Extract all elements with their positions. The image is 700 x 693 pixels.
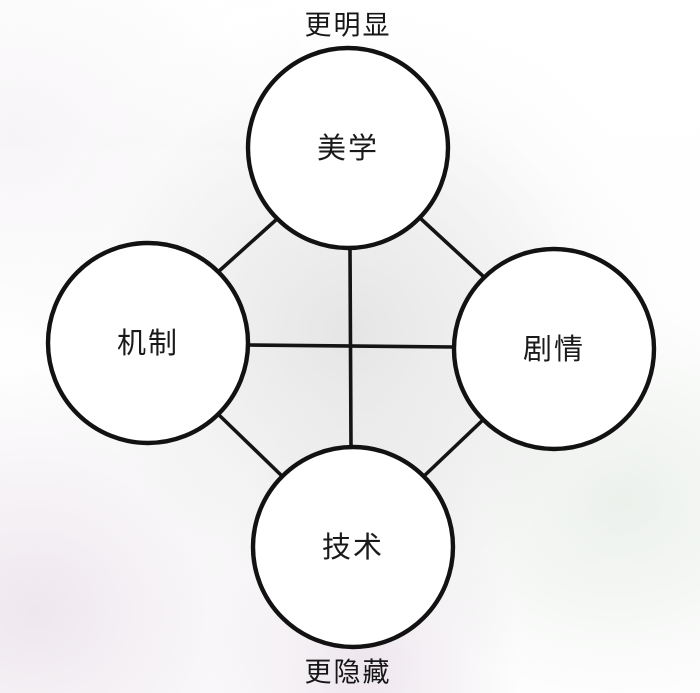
node-technology-label: 技术	[322, 530, 384, 564]
axis-label-top: 更明显	[305, 11, 392, 42]
node-aesthetics-circle[interactable]	[245, 45, 451, 251]
node-story[interactable]: 剧情	[451, 246, 657, 452]
edge-aesthetics-story	[418, 216, 486, 279]
axis-label-bottom: 更隐藏	[305, 658, 392, 689]
edge-mechanics-story	[246, 343, 456, 349]
node-story-circle[interactable]	[451, 246, 657, 452]
edge-mechanics-technology	[217, 413, 285, 479]
edge-aesthetics-mechanics	[216, 217, 279, 274]
node-mechanics-circle[interactable]	[45, 240, 251, 446]
edge-group	[216, 216, 487, 479]
node-aesthetics-label: 美学	[317, 131, 379, 165]
node-technology-circle[interactable]	[250, 444, 456, 650]
node-mechanics[interactable]: 机制	[45, 240, 251, 446]
node-mechanics-label: 机制	[117, 326, 179, 360]
edge-technology-story	[421, 416, 487, 479]
node-technology[interactable]: 技术	[250, 444, 456, 650]
node-story-label: 剧情	[523, 332, 585, 366]
node-aesthetics[interactable]: 美学	[245, 45, 451, 251]
